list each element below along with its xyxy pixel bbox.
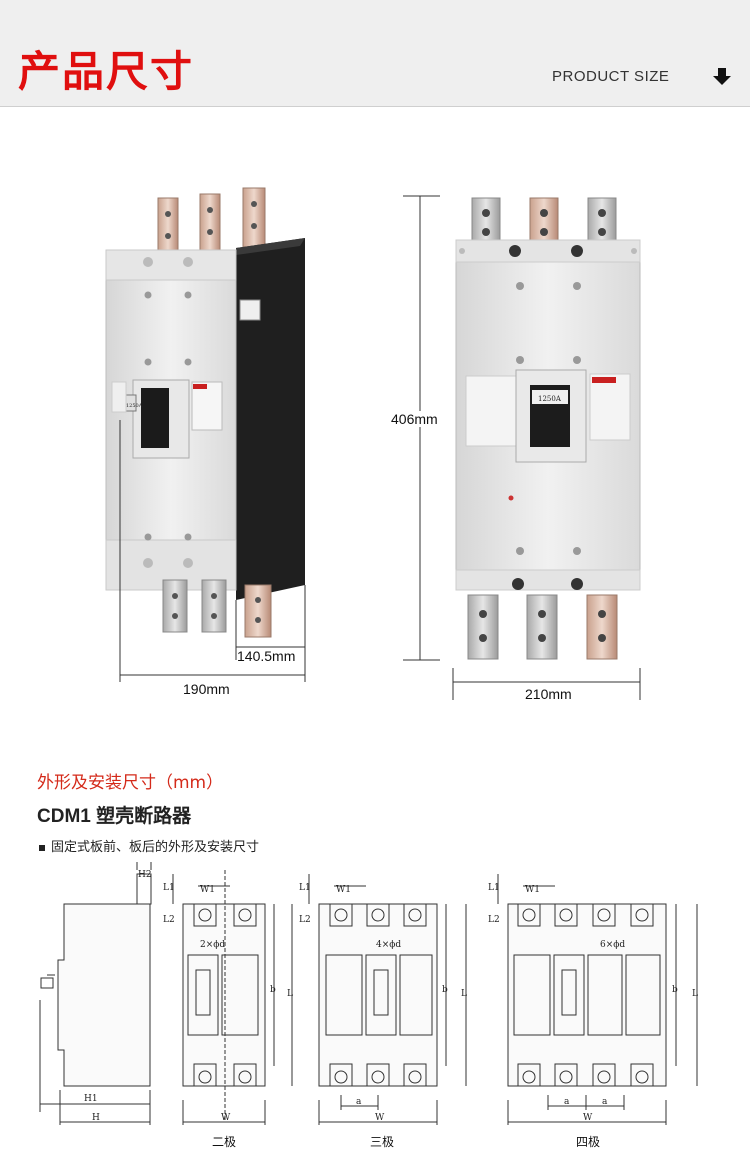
svg-text:1250A: 1250A [538, 395, 562, 403]
breaker-angled-view: 1250A [105, 187, 305, 638]
side-view-drawing [39, 862, 152, 1125]
front-width-dimension-label: 210mm [525, 686, 572, 702]
depth-dimension-label: 140.5mm [237, 648, 296, 664]
svg-text:6×ϕd: 6×ϕd [600, 940, 625, 950]
svg-text:L2: L2 [488, 915, 500, 925]
svg-text:H2: H2 [138, 870, 152, 880]
product-photos: 1250A 1250A [105, 187, 641, 700]
svg-text:a: a [564, 1097, 570, 1107]
svg-text:W: W [375, 1113, 385, 1123]
svg-text:a: a [602, 1097, 608, 1107]
svg-text:W1: W1 [200, 885, 215, 895]
caption-two-pole: 二极 [212, 1135, 237, 1149]
svg-text:b: b [672, 985, 678, 995]
angled-dimension-lines [119, 420, 306, 682]
svg-text:L2: L2 [163, 915, 175, 925]
svg-text:W1: W1 [525, 885, 540, 895]
page-subtitle: PRODUCT SIZE [552, 68, 670, 85]
height-dimension-label: 406mm [391, 411, 438, 427]
caption-three-pole: 三极 [370, 1135, 395, 1149]
bullet-text: 固定式板前、板后的外形及安装尺寸 [51, 840, 260, 855]
svg-text:b: b [442, 985, 448, 995]
svg-text:L: L [461, 989, 467, 999]
caption-four-pole: 四极 [576, 1135, 601, 1149]
svg-text:4×ϕd: 4×ϕd [376, 940, 401, 950]
bullet-item: 固定式板前、板后的外形及安装尺寸 [39, 836, 259, 855]
svg-text:1250A: 1250A [126, 403, 143, 409]
four-pole-drawing [497, 874, 698, 1125]
svg-text:W: W [221, 1113, 231, 1123]
svg-text:b: b [270, 985, 276, 995]
model-title: CDM1 塑壳断路器 [37, 806, 192, 827]
svg-text:L1: L1 [488, 883, 500, 893]
svg-text:L2: L2 [299, 915, 311, 925]
svg-text:H: H [92, 1113, 100, 1123]
svg-text:L: L [692, 989, 698, 999]
front-dimension-lines [403, 195, 641, 700]
arrow-down-icon [713, 68, 731, 85]
breaker-front-view: 1250A [455, 197, 641, 660]
svg-text:a: a [356, 1097, 362, 1107]
svg-text:L1: L1 [299, 883, 311, 893]
svg-text:2×ϕd: 2×ϕd [200, 940, 225, 950]
technical-drawings: H2 H1 H [39, 862, 698, 1125]
bullet-icon [39, 844, 45, 851]
svg-text:H1: H1 [84, 1094, 98, 1104]
page-title: 产品尺寸 [18, 47, 195, 96]
svg-text:W: W [583, 1113, 593, 1123]
side-width-dimension-label: 190mm [183, 681, 230, 697]
svg-text:L: L [287, 989, 293, 999]
svg-text:L1: L1 [163, 883, 175, 893]
page-header: 产品尺寸 PRODUCT SIZE [0, 0, 750, 107]
section-title: 外形及安装尺寸（mm） [37, 773, 224, 793]
two-pole-drawing [172, 870, 293, 1125]
svg-text:W1: W1 [336, 885, 351, 895]
three-pole-drawing [308, 874, 467, 1125]
